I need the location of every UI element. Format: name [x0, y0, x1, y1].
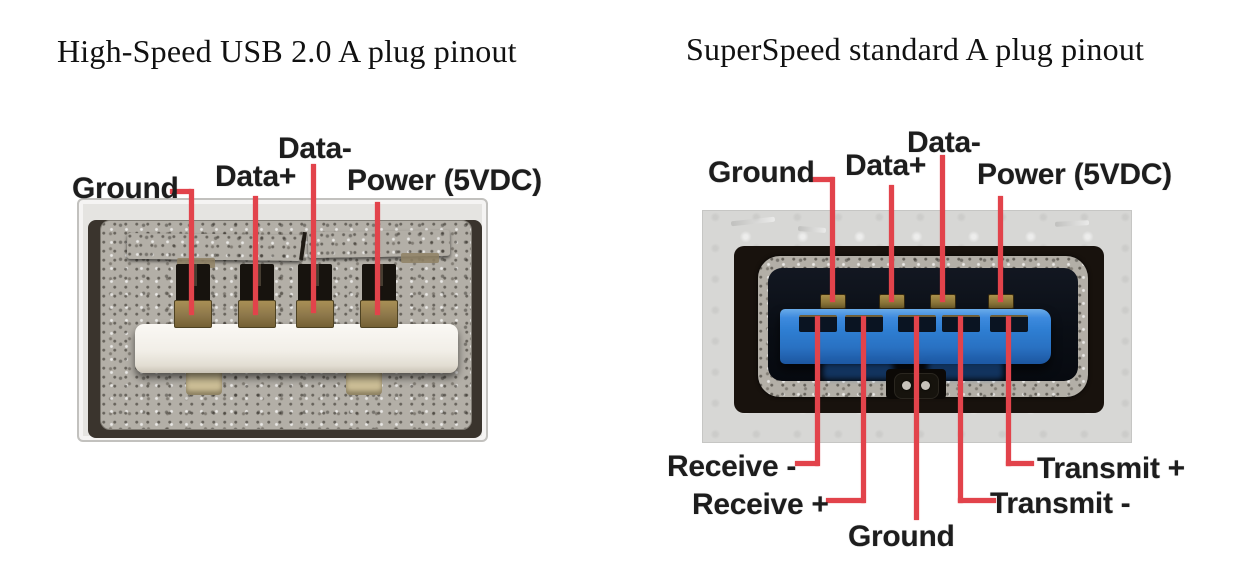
leader-usb2-data-minus	[311, 164, 316, 313]
leader-usb3-data-minus	[940, 155, 945, 302]
tongue-reflection	[928, 361, 1003, 379]
leader-usb2-data-plus	[253, 196, 258, 315]
leader-usb3-ground	[830, 177, 835, 302]
usb3-diagram-title: SuperSpeed standard A plug pinout	[686, 31, 1145, 67]
usb2-diagram-title: High-Speed USB 2.0 A plug pinout	[57, 33, 517, 69]
usb3-label-receive-minus: Receive -	[667, 450, 797, 483]
panel-scratch	[1054, 220, 1090, 227]
leader-usb2-power	[375, 202, 380, 315]
usb2-tongue-foot-right	[346, 372, 382, 395]
leader-usb3-data-plus	[889, 185, 894, 302]
usb2-label-ground: Ground	[72, 172, 179, 205]
usb3-label-transmit-plus: Transmit +	[1037, 452, 1185, 485]
leader-usb3-transmit-minus	[958, 316, 963, 503]
leader-usb3-receive-minus-elbow	[795, 461, 819, 466]
usb3-label-data-minus: Data-	[907, 126, 981, 159]
usb3-label-receive-plus: Receive +	[692, 488, 829, 521]
leader-usb3-receive-plus-elbow	[826, 498, 865, 503]
usb3-label-power: Power (5VDC)	[977, 158, 1172, 191]
leader-usb3-ground-elbow	[810, 177, 834, 182]
leader-usb3-power	[998, 196, 1003, 302]
usb3-label-data-plus: Data+	[845, 149, 927, 182]
usb3-label-ground: Ground	[708, 156, 815, 189]
panel-scratch	[797, 226, 827, 233]
usb2-label-data-plus: Data+	[215, 160, 297, 193]
leader-usb3-receive-minus	[815, 316, 820, 466]
usb2-spring-tab-left	[177, 258, 215, 268]
tongue-reflection	[823, 363, 893, 379]
usb3-label-ground-bottom: Ground	[848, 520, 955, 553]
usb3-label-transmit-minus: Transmit -	[990, 487, 1131, 520]
usb2-tongue-foot-left	[186, 372, 222, 395]
usb2-spring-tab-right	[401, 253, 439, 263]
usb2-label-power: Power (5VDC)	[347, 164, 542, 197]
leader-usb3-transmit-minus-elbow	[958, 498, 996, 503]
leader-usb3-receive-plus	[861, 316, 866, 503]
usb2-connector-photo	[77, 198, 488, 442]
panel-scratch	[730, 216, 776, 227]
usb2-white-tongue	[135, 324, 458, 373]
usb2-shell-top-lip-left	[126, 232, 302, 262]
leader-usb2-ground	[189, 189, 194, 315]
leader-usb2-ground-elbow	[170, 189, 191, 194]
usb2-label-data-minus: Data-	[278, 132, 352, 165]
leader-usb3-transmit-plus	[1006, 316, 1011, 466]
leader-usb3-ground-bottom	[914, 316, 919, 520]
leader-usb3-transmit-plus-elbow	[1006, 461, 1034, 466]
